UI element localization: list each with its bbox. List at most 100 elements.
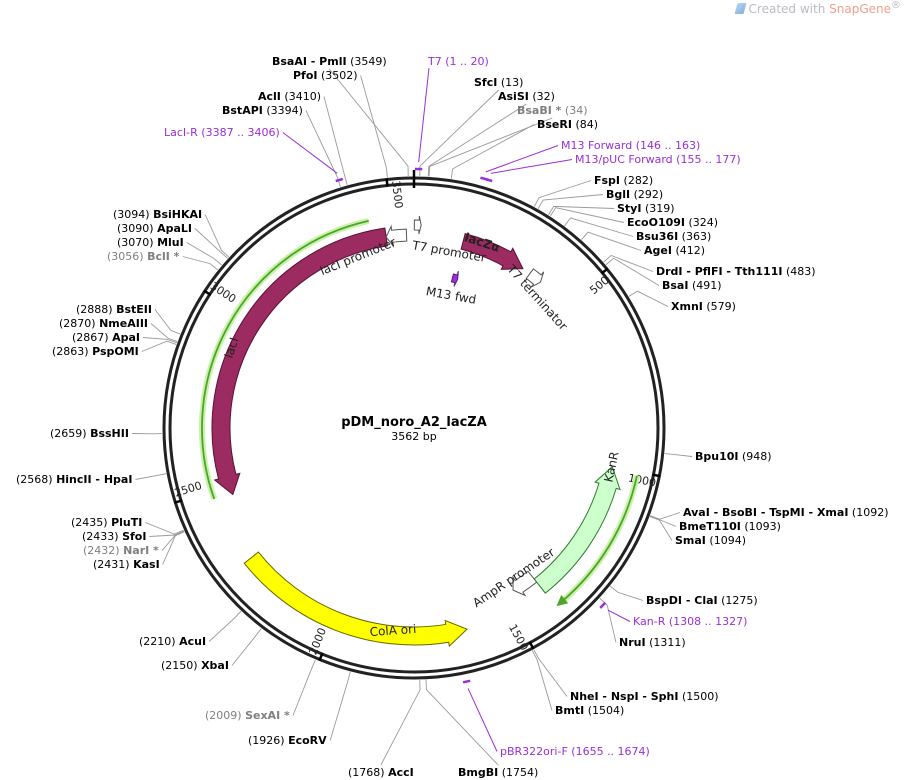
enzyme-position: (491) xyxy=(692,279,722,292)
enzyme-leader xyxy=(208,610,242,642)
enzyme-label[interactable]: (2433) SfoI xyxy=(82,530,146,543)
enzyme-label[interactable]: (2009) SexAI * xyxy=(205,709,290,722)
scale-tick-2000 xyxy=(318,652,324,661)
enzyme-label[interactable]: Bsu36I (363) xyxy=(636,230,711,243)
enzyme-label[interactable]: EcoO109I (324) xyxy=(627,216,718,229)
enzyme-label[interactable]: (2659) BssHII xyxy=(50,427,129,440)
feature-amprp[interactable] xyxy=(512,570,538,597)
enzyme-position: (1754) xyxy=(502,766,539,779)
scale-tick-3000 xyxy=(203,289,212,296)
enzyme-name: ApaLI xyxy=(157,222,192,235)
primer-label[interactable]: pBR322ori-F (1655 .. 1674) xyxy=(500,745,650,758)
enzyme-position: (412) xyxy=(675,244,705,257)
enzyme-leader xyxy=(231,628,262,666)
enzyme-label[interactable]: (2568) HincII - HpaI xyxy=(16,473,132,486)
enzyme-position: (1092) xyxy=(852,506,889,519)
enzyme-label[interactable]: (2210) AcuI xyxy=(139,635,206,648)
enzyme-label[interactable]: (2870) NmeAIII xyxy=(59,317,148,330)
enzyme-label[interactable]: BseRI (84) xyxy=(537,118,598,131)
enzyme-label[interactable]: (2431) KasI xyxy=(93,558,160,571)
enzyme-label[interactable]: (1768) AccI xyxy=(348,766,414,779)
enzyme-label[interactable]: NruI (1311) xyxy=(619,636,686,649)
enzyme-leader xyxy=(204,214,230,258)
enzyme-label[interactable]: (3094) BsiHKAI xyxy=(113,208,202,221)
enzyme-label[interactable]: SfcI (13) xyxy=(474,76,523,89)
primer-label[interactable]: Kan-R (1308 .. 1327) xyxy=(633,615,747,628)
enzyme-label[interactable]: DrdI - PflFI - Tth111I (483) xyxy=(656,265,816,278)
enzyme-label[interactable]: BstAPI (3394) xyxy=(222,104,303,117)
enzyme-label[interactable]: (2863) PspOMI xyxy=(52,345,139,358)
primer-mark xyxy=(599,601,607,609)
primer-labels: T7 (1 .. 20) M13 Forward (146 .. 163)M13/… xyxy=(164,55,747,758)
enzyme-label[interactable]: (2867) ApaI xyxy=(72,331,140,344)
enzyme-label[interactable]: AclI (3410) xyxy=(258,90,321,103)
feature-cola[interactable] xyxy=(243,551,468,648)
enzyme-leader xyxy=(603,254,654,272)
enzyme-label[interactable]: (1926) EcoRV xyxy=(248,734,327,747)
feature-t7p[interactable] xyxy=(413,215,422,235)
feature-lacip[interactable] xyxy=(385,224,408,248)
primer-label[interactable]: M13/pUC Forward (155 .. 177) xyxy=(575,153,741,166)
enzyme-label[interactable]: BsaI (491) xyxy=(662,279,722,292)
feature-label-laci: lacI xyxy=(222,336,242,360)
enzyme-leader xyxy=(531,650,553,711)
enzyme-leader xyxy=(154,309,181,335)
enzyme-label[interactable]: (2432) NarI * xyxy=(83,544,159,557)
enzyme-label[interactable]: BsaBI * (34) xyxy=(517,104,588,117)
scale-tick-2500 xyxy=(174,499,183,504)
feature-t7t[interactable] xyxy=(525,268,545,288)
enzyme-leader xyxy=(150,323,178,342)
feature-label-cola: ColA ori xyxy=(369,622,417,639)
enzyme-position: (1504) xyxy=(588,704,625,717)
enzyme-label[interactable]: NheI - NspI - SphI (1500) xyxy=(570,690,719,703)
enzyme-position: (1275) xyxy=(721,594,758,607)
enzyme-label[interactable]: BmeT110I (1093) xyxy=(679,520,781,533)
enzyme-label[interactable]: (3090) ApaLI xyxy=(117,222,192,235)
snapgene-credit: Created with SnapGene® xyxy=(734,0,901,16)
enzyme-label[interactable]: (3056) BclI * xyxy=(107,250,180,263)
enzyme-label[interactable]: AvaI - BsoBI - TspMI - XmaI (1092) xyxy=(683,506,889,519)
enzyme-label[interactable]: BsaAI - PmlI (3549) xyxy=(272,55,387,68)
enzyme-label[interactable]: BspDI - ClaI (1275) xyxy=(646,594,758,607)
enzyme-label[interactable]: BmgBI (1754) xyxy=(458,766,538,779)
enzyme-position: (1093) xyxy=(744,520,781,533)
enzyme-leader xyxy=(664,453,693,457)
enzyme-label[interactable]: SmaI (1094) xyxy=(675,534,746,547)
enzyme-label[interactable]: PfoI (3502) xyxy=(293,69,358,82)
enzyme-label[interactable]: StyI (319) xyxy=(617,202,675,215)
primer-label[interactable]: T7 (1 .. 20) xyxy=(427,55,489,68)
enzyme-label[interactable]: (2435) PluTI xyxy=(71,516,142,529)
enzyme-position: (2659) xyxy=(50,427,87,440)
primer-label[interactable]: M13 Forward (146 .. 163) xyxy=(561,139,700,152)
enzyme-label[interactable]: AgeI (412) xyxy=(644,244,705,257)
enzyme-label[interactable]: (2150) XbaI xyxy=(161,659,229,672)
enzyme-label[interactable]: BmtI (1504) xyxy=(555,704,624,717)
enzyme-name: Bsu36I xyxy=(636,230,678,243)
enzyme-label[interactable]: FspI (282) xyxy=(594,174,653,187)
enzyme-label[interactable]: (3070) MluI xyxy=(117,236,184,249)
enzyme-leader xyxy=(609,585,644,601)
feature-m13fwd[interactable] xyxy=(450,270,459,287)
enzyme-label[interactable]: XmnI (579) xyxy=(671,300,736,313)
enzyme-name: XbaI xyxy=(201,659,229,672)
enzyme-name: BclI * xyxy=(147,250,180,263)
primer-leader xyxy=(607,609,631,622)
primer-label[interactable]: LacI-R (3387 .. 3406) xyxy=(164,126,280,139)
enzyme-leader xyxy=(533,180,592,207)
enzyme-label[interactable]: BglI (292) xyxy=(606,188,663,201)
enzyme-label[interactable]: Bpu10I (948) xyxy=(695,450,772,463)
enzyme-name: BseRI xyxy=(537,118,572,131)
feature-laci[interactable] xyxy=(211,227,389,496)
enzyme-name: NarI * xyxy=(123,544,159,557)
enzyme-name: XmnI xyxy=(671,300,703,313)
enzyme-label[interactable]: AsiSI (32) xyxy=(498,90,555,103)
enzyme-position: (579) xyxy=(706,300,736,313)
feature-lacza[interactable] xyxy=(460,233,524,270)
primer-mark xyxy=(462,679,471,684)
feature-kanr[interactable] xyxy=(533,465,621,594)
enzyme-name: KasI xyxy=(133,558,160,571)
enzyme-name: DrdI - PflFI - Tth111I xyxy=(656,265,782,278)
enzyme-label[interactable]: (2888) BstEII xyxy=(76,303,152,316)
enzyme-leader xyxy=(141,340,177,352)
enzyme-name: AcuI xyxy=(179,635,206,648)
